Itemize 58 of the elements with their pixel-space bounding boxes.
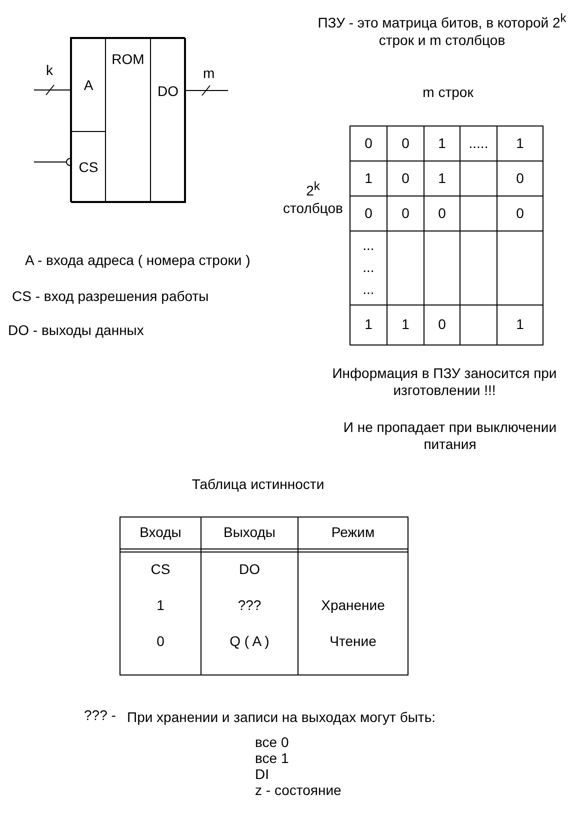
chip-section — [71, 131, 106, 203]
footnote: При хранении и записи на выходах могут быть: — [127, 709, 436, 726]
pin-description: CS - вход разрешения работы — [12, 288, 209, 305]
bus-width-label: k — [46, 62, 53, 78]
note: Информация в ПЗУ заносится при изготовлении !!! — [331, 365, 558, 399]
bit-value: ... — [362, 237, 376, 254]
list-item: z - состояние — [255, 782, 342, 799]
list-item: DI — [255, 766, 269, 783]
table-header: Режим — [330, 524, 376, 541]
bit-value: 0 — [515, 170, 525, 186]
bit-value: 1 — [364, 170, 374, 186]
bit-value: ... — [362, 259, 376, 276]
table-value: DO — [238, 561, 261, 578]
bit-value: 0 — [515, 204, 525, 222]
chip-section — [105, 38, 151, 203]
table-value: ??? — [236, 597, 262, 614]
bit-value: 0 — [400, 204, 410, 222]
bit-value: 0 — [400, 134, 410, 152]
pin-label: ROM — [112, 51, 144, 67]
matrix-caption: ПЗУ - это матрица битов, в которой 2$^{k}$ строк и m столбцов — [316, 10, 568, 49]
pin-label: DO — [158, 83, 178, 99]
bit-value: 1 — [364, 316, 374, 333]
bit-value: ..... — [468, 134, 490, 152]
bit-value: 1 — [400, 316, 410, 333]
bit-value: 0 — [437, 316, 447, 333]
footnote-mark: ??? - — [84, 707, 116, 724]
table-header: Выходы — [222, 524, 276, 541]
bit-value: 0 — [400, 170, 410, 186]
chip-section — [71, 38, 106, 132]
signal-line — [34, 84, 70, 96]
bit-value: 0 — [437, 204, 447, 222]
pin-description: DO - выходы данных — [8, 322, 144, 339]
bit-value: ... — [362, 281, 376, 298]
pin-label: CS — [78, 159, 98, 175]
matrix-caption: m строк — [422, 84, 474, 101]
note: И не пропадает при выключении питания — [342, 419, 558, 453]
table-value: 1 — [156, 597, 166, 614]
bit-value: 1 — [515, 316, 525, 333]
bit-value: 0 — [364, 134, 374, 152]
table-header: Входы — [138, 524, 182, 541]
pin-label: A — [84, 77, 94, 93]
table-title: Таблица истинности — [190, 476, 326, 493]
bit-value: 1 — [437, 170, 447, 186]
bit-value: 1 — [515, 134, 525, 152]
chip-section — [150, 38, 186, 203]
table-value: Q ( A ) — [228, 633, 270, 650]
signal-line — [184, 85, 228, 96]
list-item: все 1 — [255, 750, 289, 767]
bit-value: 0 — [364, 204, 374, 222]
matrix-caption: 2$^{k}$ столбцов — [282, 178, 344, 217]
rom-chip — [70, 37, 185, 202]
table-value: Хранение — [320, 597, 386, 614]
bit-value: 1 — [437, 134, 447, 152]
table-value: 0 — [156, 633, 166, 650]
list-item: все 0 — [255, 734, 289, 751]
table-value: CS — [150, 561, 172, 578]
pin-description: A - входа адреса ( номера строки ) — [25, 252, 250, 269]
table-value: Чтение — [328, 633, 378, 650]
